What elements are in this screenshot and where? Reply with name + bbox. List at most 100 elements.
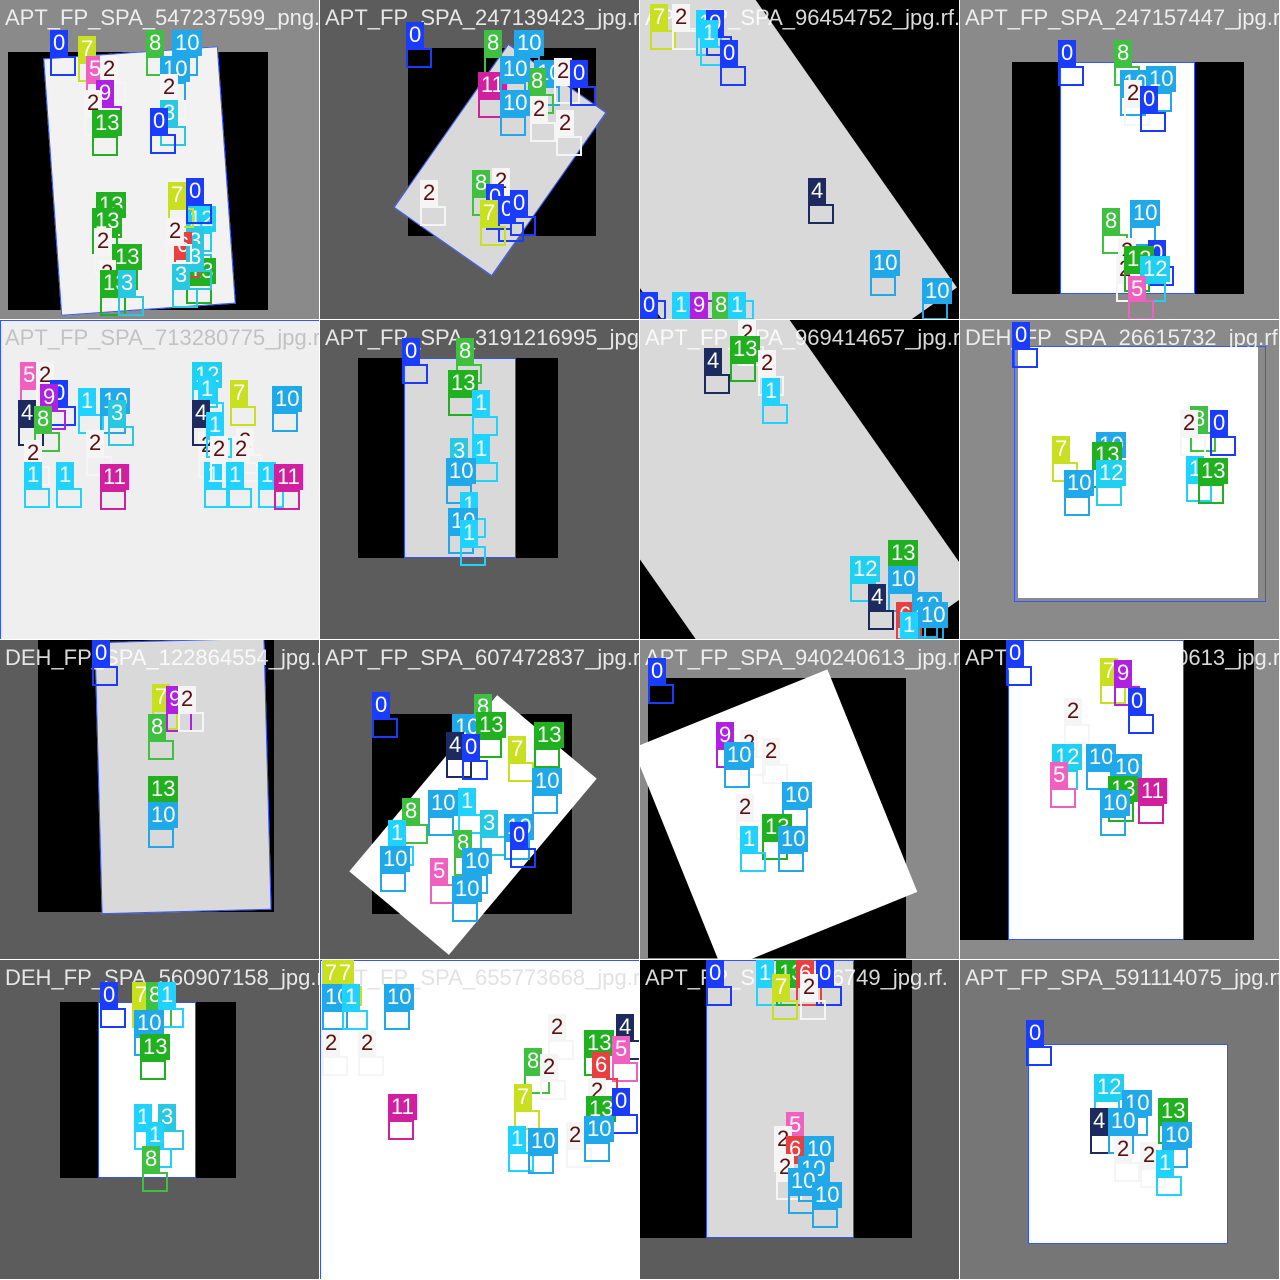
detection-class-label: 13: [730, 336, 761, 362]
detection-box: [372, 718, 398, 738]
detection-class-label: 3: [480, 810, 499, 836]
detection-box: [226, 488, 252, 508]
detection-class-label: 2: [210, 436, 229, 462]
detection-class-label: 0: [100, 982, 119, 1008]
detection-class-label: 2: [232, 436, 251, 462]
detection-box: [92, 136, 118, 156]
detection-class-label: 0: [1012, 322, 1031, 348]
detection-class-label: 0: [720, 40, 739, 66]
detection-box: [148, 740, 174, 760]
detection-class-label: 0: [612, 1088, 631, 1114]
mosaic-tile: APT_FP_SPA_7436749_jpg.rf. 0113607252610…: [640, 960, 960, 1280]
detection-class-label: 0: [1140, 86, 1159, 112]
detection-box: [530, 122, 556, 142]
detection-box: [358, 1056, 384, 1076]
detection-box: [508, 762, 534, 782]
detection-class-label: 2: [1124, 80, 1143, 106]
detection-box: [1058, 66, 1084, 86]
detection-box: [648, 684, 674, 704]
mosaic-tile: APT_FP_SPA_969414657_jpg.rf.4e1 24132113…: [640, 320, 960, 640]
detection-class-label: 3: [450, 438, 469, 464]
detection-box: [762, 404, 788, 424]
detection-class-label: 10: [1100, 790, 1131, 816]
detection-box: [272, 412, 298, 432]
detection-class-label: 11: [1138, 778, 1167, 804]
image-filename: APT_FP_SPA_3191216995_jpg.rf.93d4c: [325, 325, 639, 350]
detection-box: [204, 488, 230, 508]
detection-class-label: 8: [472, 170, 491, 196]
detection-class-label: 4: [704, 348, 723, 374]
detection-box: [472, 416, 498, 436]
detection-class-label: 8: [528, 68, 547, 94]
image-filename: APT_FP_SPA_607472837_jpg.rf.: [325, 645, 640, 670]
detection-class-label: 12: [1096, 460, 1127, 486]
detection-class-label: 0: [462, 734, 481, 760]
mosaic-tile: APT_FP_SPA_247157447_jpg.rf. 08102100810…: [960, 0, 1280, 320]
detection-class-label: 0: [50, 30, 69, 56]
detection-class-label: 2: [554, 58, 573, 84]
detection-class-label: 4: [192, 400, 211, 426]
detection-box: [100, 296, 126, 316]
detection-box: [452, 902, 478, 922]
detection-box: [730, 362, 756, 382]
mosaic-tile: APT_FP_SPA_940240613_jpg.rf. 09221021013…: [640, 640, 960, 960]
detection-box: [510, 848, 536, 868]
detection-class-label: 1: [158, 982, 177, 1008]
floor-plan-image: [94, 640, 272, 915]
detection-class-label: 8: [142, 1146, 161, 1172]
detection-class-label: 0: [1006, 640, 1025, 666]
detection-box: [448, 396, 474, 416]
detection-box: [510, 216, 536, 236]
detection-class-label: 2: [100, 56, 119, 82]
mosaic-tile: APT_FP_SPA_247139423_jpg.rf.5c00e4454 08…: [320, 0, 640, 320]
detection-class-label: 10: [778, 826, 809, 852]
detection-box: [160, 126, 186, 146]
detection-class-label: 0: [1210, 410, 1229, 436]
detection-box: [100, 490, 126, 510]
detection-class-label: 7: [230, 380, 249, 406]
detection-class-label: 2: [758, 350, 777, 376]
detection-class-label: 1: [472, 390, 491, 416]
detection-box: [532, 794, 558, 814]
detection-class-label: 1: [756, 960, 775, 986]
detection-box: [1210, 436, 1236, 456]
detection-class-label: 7: [78, 36, 97, 62]
image-filename: APT_FP_SPA_940240613_jpg.rf.: [645, 645, 960, 670]
image-border: [1014, 346, 1266, 602]
detection-box: [612, 1114, 638, 1134]
detection-box: [406, 48, 432, 68]
detection-class-label: 0: [570, 60, 589, 86]
detection-box: [186, 204, 212, 224]
detection-box: [584, 1142, 610, 1162]
detection-class-label: 10: [1086, 744, 1117, 770]
detection-class-label: 0: [150, 108, 169, 134]
detection-class-label: 10: [462, 848, 493, 874]
detection-class-label: 1: [762, 378, 781, 404]
detection-box: [1064, 724, 1090, 744]
detection-class-label: 0: [648, 658, 667, 684]
detection-box: [556, 136, 582, 156]
detection-box: [380, 872, 406, 892]
detection-class-label: 7: [650, 4, 669, 30]
detection-class-label: 7: [336, 960, 355, 986]
detection-class-label: 10: [384, 984, 415, 1010]
detection-class-label: 4: [18, 400, 37, 426]
detection-class-label: 12: [850, 556, 881, 582]
detection-class-label: 1: [728, 292, 747, 318]
detection-class-label: 7: [480, 200, 499, 226]
detection-class-label: 11: [388, 1094, 417, 1120]
detection-class-label: 1: [508, 1126, 527, 1152]
detection-class-label: 2: [556, 110, 575, 136]
detection-class-label: 10: [500, 90, 531, 116]
detection-class-label: 0: [372, 692, 391, 718]
mosaic-tile: DEH_FP_SPA_26615732_jpg.rf. 082071013121…: [960, 320, 1280, 640]
image-filename: APT_FP_SPA_247139423_jpg.rf.5c00e4454: [325, 5, 640, 30]
detection-class-label: 4: [1090, 1108, 1109, 1134]
detection-class-label: 10: [514, 30, 545, 56]
detection-box: [706, 986, 732, 1006]
detection-class-label: 0: [1058, 40, 1077, 66]
detection-class-label: 2: [358, 1030, 377, 1056]
detection-box: [650, 30, 676, 50]
